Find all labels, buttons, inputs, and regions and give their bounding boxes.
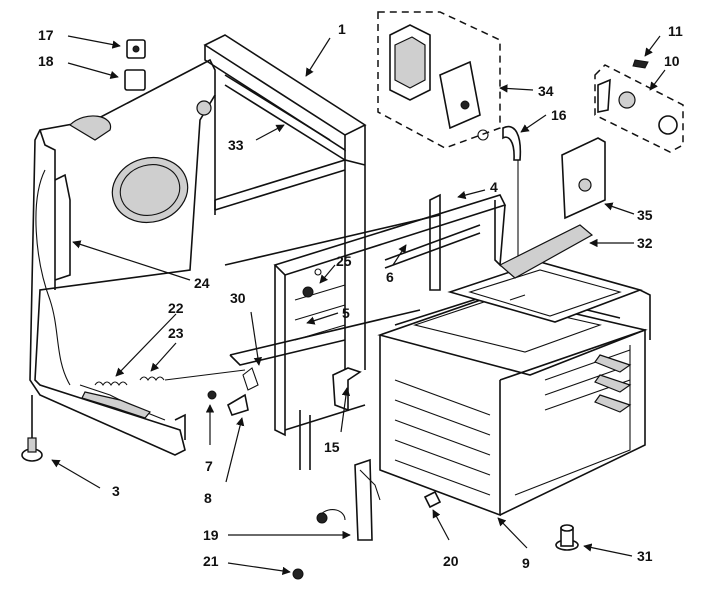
callout-10: 10 — [664, 53, 680, 69]
bracket-34-part — [377, 11, 501, 149]
callout-4: 4 — [490, 179, 498, 195]
part-10-11-group — [594, 59, 684, 153]
oven-liner-part — [377, 289, 648, 517]
callout-17: 17 — [38, 27, 54, 43]
callout-32: 32 — [637, 235, 653, 251]
part-32 — [498, 224, 594, 279]
spring-22-part — [94, 381, 128, 386]
front-frame-part — [273, 193, 507, 437]
screw-7-part — [207, 390, 217, 400]
callout-1: 1 — [338, 21, 346, 37]
tube-16-part — [502, 125, 522, 161]
callout-11: 11 — [668, 23, 683, 39]
callout-22: 22 — [168, 300, 184, 316]
main-frame-part — [196, 34, 441, 470]
spring-23-part — [139, 376, 165, 381]
callout-25: 25 — [336, 253, 352, 269]
part-19-assembly — [316, 458, 381, 541]
callout-labels: 1 3 4 5 6 7 8 9 10 11 15 16 17 — [38, 21, 683, 576]
hinge-8-part — [227, 393, 249, 416]
cover-35-part — [561, 137, 606, 220]
callout-19: 19 — [203, 527, 219, 543]
callout-30: 30 — [230, 290, 246, 306]
callout-9: 9 — [522, 555, 530, 571]
nut-21-part — [292, 568, 304, 580]
callout-7: 7 — [205, 458, 213, 474]
callout-35: 35 — [637, 207, 653, 223]
callout-21: 21 — [203, 553, 219, 569]
callout-31: 31 — [637, 548, 653, 564]
callout-3: 3 — [112, 483, 120, 499]
leveling-leg-3-part — [21, 395, 43, 462]
bolt-20-part — [423, 490, 442, 509]
callout-20: 20 — [443, 553, 459, 569]
part-18-block — [124, 69, 146, 91]
callout-18: 18 — [38, 53, 54, 69]
callout-8: 8 — [204, 490, 212, 506]
callout-23: 23 — [168, 325, 184, 341]
callout-16: 16 — [551, 107, 567, 123]
leg-31-part — [555, 524, 579, 551]
callout-34: 34 — [538, 83, 554, 99]
callout-6: 6 — [386, 269, 394, 285]
callout-24: 24 — [194, 275, 210, 291]
callout-5: 5 — [342, 305, 350, 321]
callout-15: 15 — [324, 439, 340, 455]
callout-33: 33 — [228, 137, 244, 153]
